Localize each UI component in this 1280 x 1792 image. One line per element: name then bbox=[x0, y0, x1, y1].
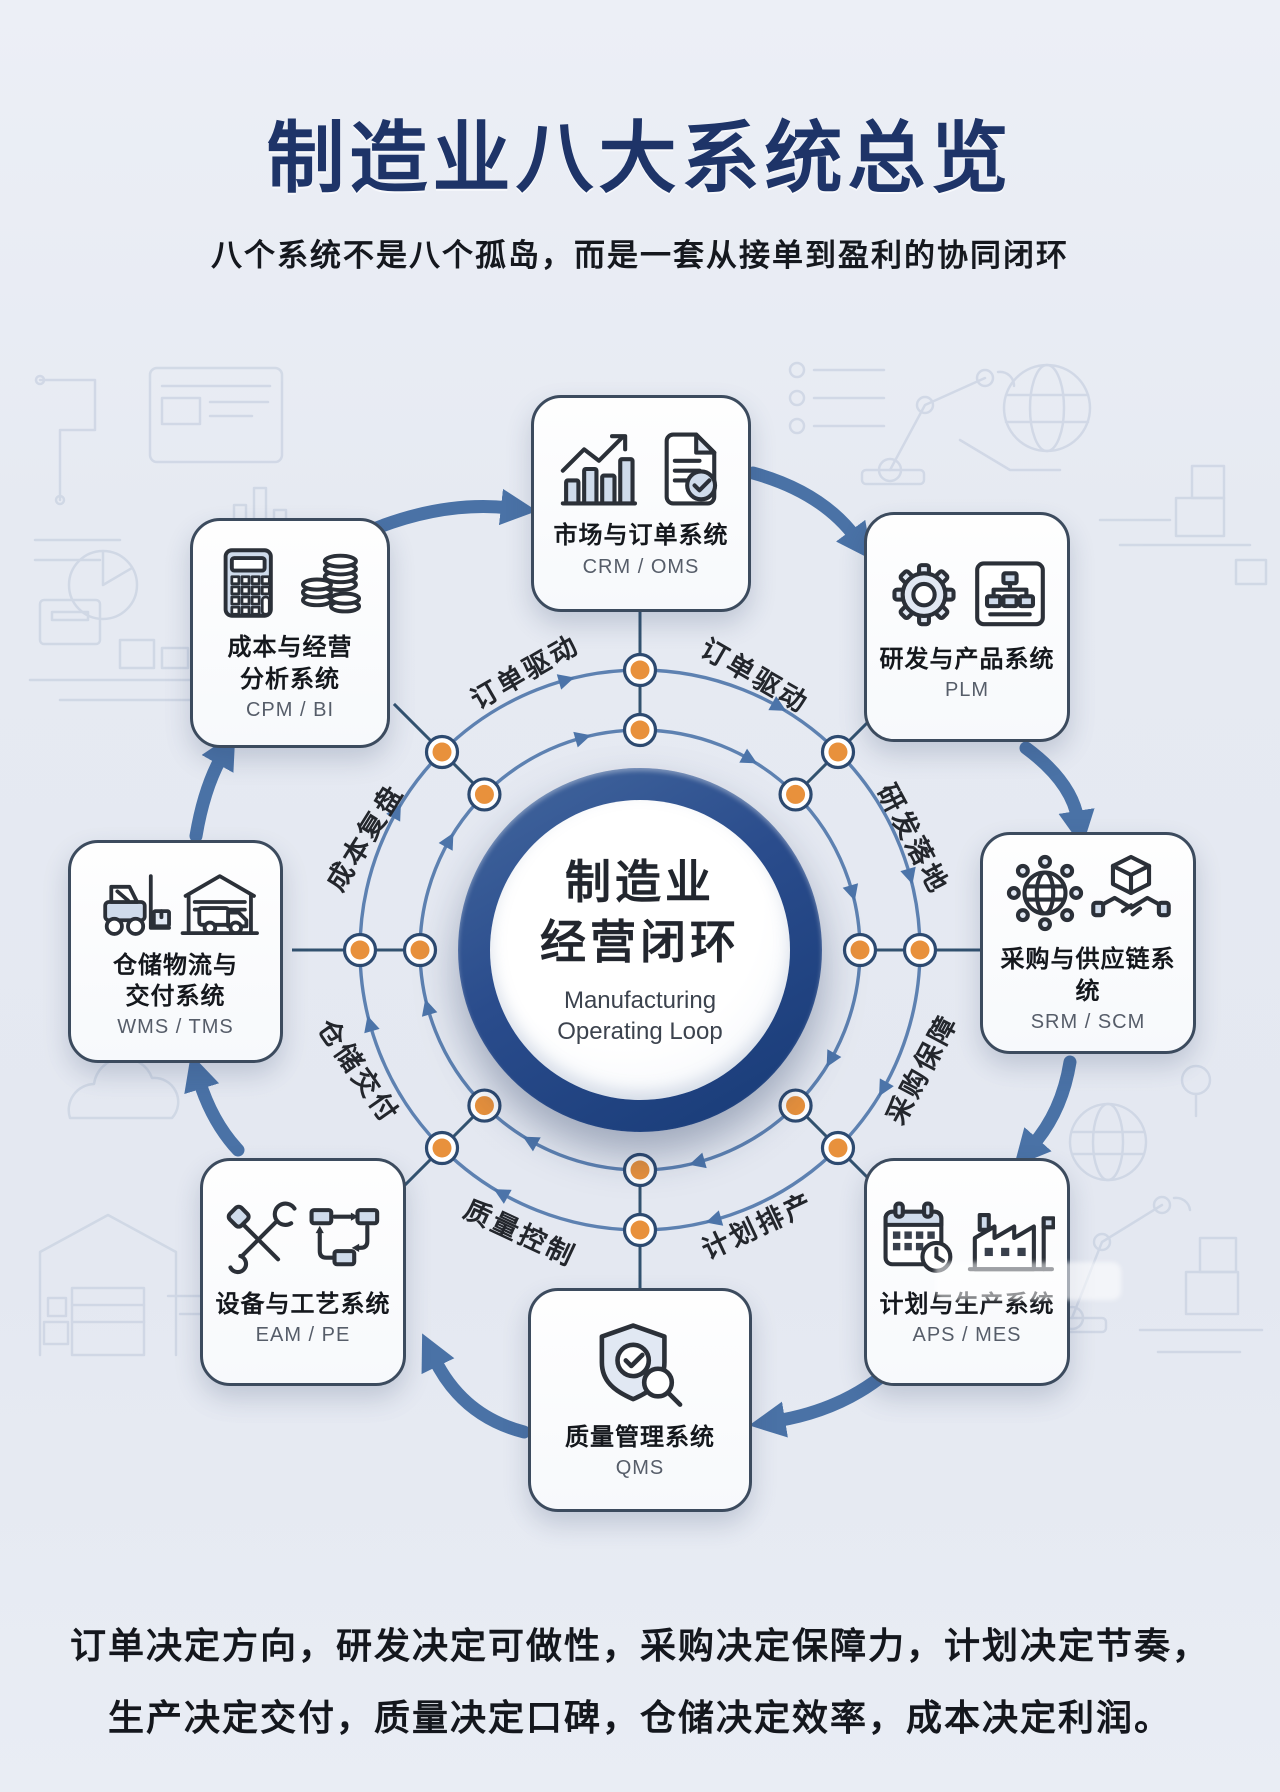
page-title: 制造业八大系统总览 bbox=[266, 114, 1014, 202]
system-box-planning-production: 计划与生产系统 APS / MES bbox=[864, 1158, 1070, 1386]
header: 制造业八大系统总览 八个系统不是八个孤岛，而是一套从接单到盈利的协同闭环 bbox=[0, 96, 1280, 275]
system-box-procurement-supply: 采购与供应链系统 SRM / SCM bbox=[980, 832, 1196, 1054]
system-abbr: CRM / OMS bbox=[582, 555, 700, 578]
system-abbr: CPM / BI bbox=[245, 698, 334, 721]
system-box-quality: 质量管理系统 QMS bbox=[528, 1288, 752, 1512]
system-box-rd-product: 研发与产品系统 PLM bbox=[864, 512, 1070, 742]
center-subtitle: Manufacturing Operating Loop bbox=[557, 986, 723, 1045]
system-title: 质量管理系统 bbox=[565, 1423, 715, 1451]
page-subtitle: 八个系统不是八个孤岛，而是一套从接单到盈利的协同闭环 bbox=[211, 238, 1069, 273]
system-abbr: SRM / SCM bbox=[1030, 1010, 1146, 1033]
blueprint-icon bbox=[975, 561, 1045, 627]
quality-shield-magnifier-icon bbox=[599, 1323, 683, 1407]
footer-line-2: 生产决定交付，质量决定口碑，仓储决定效率，成本决定利润。 bbox=[107, 1697, 1172, 1738]
system-box-market-orders: 市场与订单系统 CRM / OMS bbox=[531, 395, 751, 612]
forklift-icon bbox=[103, 874, 171, 936]
system-box-cost-analysis: 成本与经营 分析系统 CPM / BI bbox=[190, 518, 390, 748]
system-abbr: WMS / TMS bbox=[117, 1016, 234, 1039]
center-loop-core: 制造业 经营闭环 Manufacturing Operating Loop bbox=[490, 800, 790, 1100]
supply-network-icon bbox=[1006, 855, 1084, 932]
tools-icon bbox=[226, 1201, 297, 1274]
system-box-warehouse-logistics: 仓储物流与 交付系统 WMS / TMS bbox=[68, 840, 283, 1063]
footer-summary: 订单决定方向，研发决定可做性，采购决定保障力，计划决定节奏， 生产决定交付，质量… bbox=[0, 1628, 1280, 1736]
calculator-icon bbox=[223, 548, 273, 619]
system-title: 成本与经营 分析系统 bbox=[227, 634, 353, 693]
arrow-left-to-topleft bbox=[189, 732, 236, 843]
arrow-bottomleft-to-left bbox=[184, 1053, 245, 1157]
arrow-bottom-to-bottomleft bbox=[421, 1333, 531, 1439]
coins-icon bbox=[300, 554, 362, 614]
gear-icon bbox=[892, 562, 956, 627]
arrow-right-to-bottomright bbox=[1013, 1055, 1077, 1167]
system-abbr: QMS bbox=[615, 1457, 665, 1480]
arrow-topright-to-right bbox=[1019, 741, 1095, 847]
system-abbr: EAM / PE bbox=[255, 1324, 351, 1347]
center-loop-ring: 制造业 经营闭环 Manufacturing Operating Loop bbox=[458, 768, 822, 1132]
system-title: 设备与工艺系统 bbox=[215, 1290, 391, 1318]
arrow-top-to-topright bbox=[746, 466, 873, 560]
system-title: 市场与订单系统 bbox=[553, 522, 729, 550]
system-abbr: PLM bbox=[944, 679, 990, 702]
system-title: 仓储物流与 交付系统 bbox=[113, 951, 238, 1010]
footer-line-1: 订单决定方向，研发决定可做性，采购决定保障力，计划决定节奏， bbox=[69, 1625, 1210, 1666]
watermark-blur bbox=[935, 1262, 1121, 1300]
handshake-box-icon bbox=[1091, 855, 1171, 918]
center-title: 制造业 经营闭环 bbox=[540, 856, 740, 968]
process-flow-icon bbox=[309, 1207, 380, 1267]
system-box-equipment-process: 设备与工艺系统 EAM / PE bbox=[200, 1158, 406, 1386]
system-abbr: APS / MES bbox=[912, 1324, 1022, 1347]
system-title: 采购与供应链系统 bbox=[1000, 946, 1176, 1005]
system-title: 研发与产品系统 bbox=[879, 645, 1055, 673]
production-calendar-icon bbox=[883, 1201, 953, 1273]
warehouse-truck-icon bbox=[180, 874, 259, 935]
bar-chart-icon bbox=[560, 434, 637, 506]
order-document-icon bbox=[664, 432, 718, 506]
